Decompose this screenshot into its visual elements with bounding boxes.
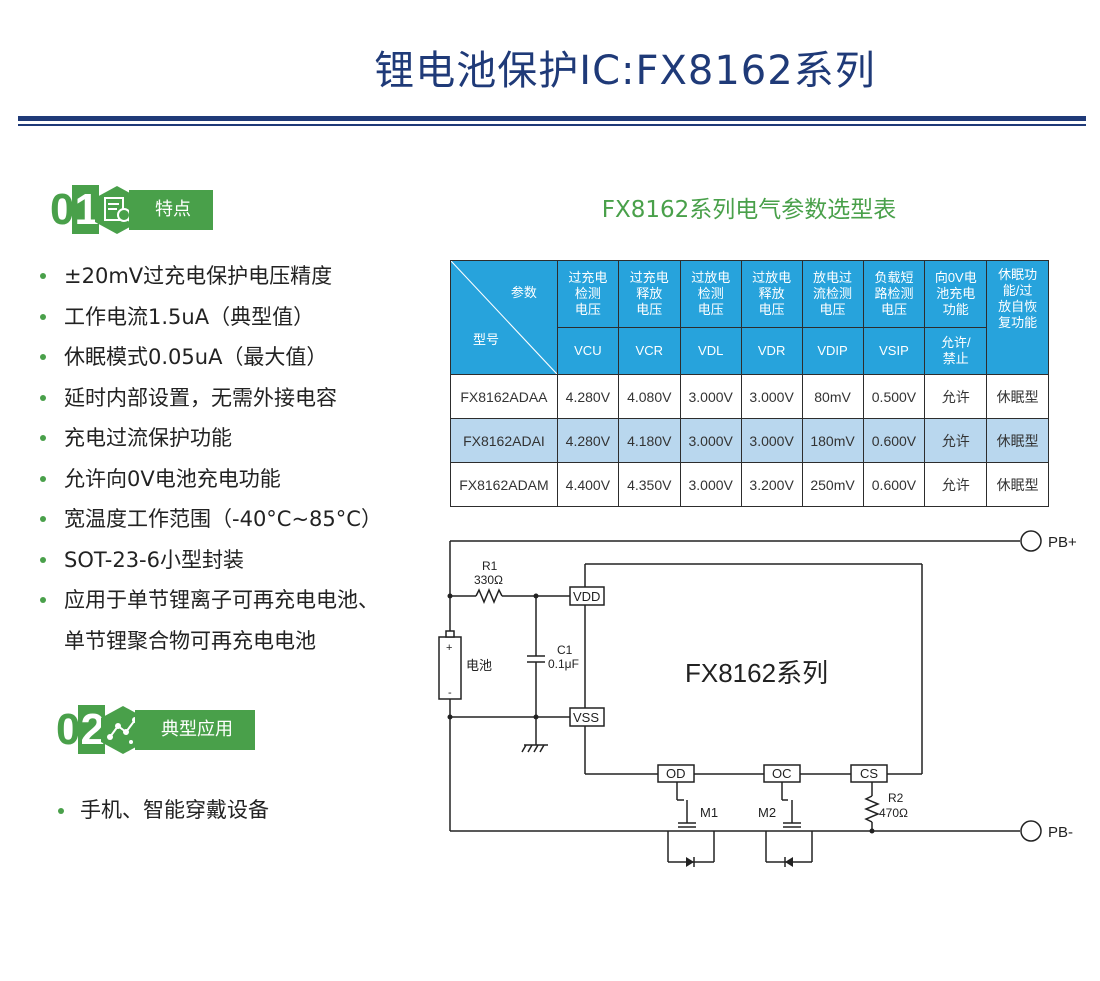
application-list: 手机、智能穿戴设备 (58, 790, 269, 830)
cell: 4.400V (556, 462, 619, 507)
pin-vdd-label: VDD (573, 589, 600, 604)
pin-oc-label: OC (772, 766, 792, 781)
table-corner-header: 参数 型号 (450, 260, 558, 375)
column-symbol: VCR (617, 327, 681, 375)
parameter-table: 参数 型号 过充电 检测 电压 过充电 释放 电压 过放电 检测 电压 过放电 … (450, 260, 1049, 507)
cell: 180mV (801, 418, 864, 463)
column-header: 放电过 流检测 电压 (801, 260, 864, 328)
cell: 250mV (801, 462, 864, 507)
list-item: ±20mV过充电保护电压精度 (38, 256, 382, 297)
list-item: 延时内部设置，无需外接电容 (38, 378, 382, 419)
cell: 允许 (924, 462, 988, 507)
cell: 80mV (801, 374, 864, 419)
pin-oc-box (763, 764, 801, 783)
m1-label: M1 (700, 805, 718, 820)
m2-label: M2 (758, 805, 776, 820)
cell: 0.600V (862, 418, 926, 463)
c1-value: 0.1μF (548, 657, 579, 671)
column-header: 过充电 检测 电压 (556, 260, 619, 328)
r2-name: R2 (888, 791, 904, 805)
pin-vss-label: VSS (573, 710, 599, 725)
cell-model: FX8162ADAA (450, 374, 558, 419)
list-item: 手机、智能穿戴设备 (58, 790, 269, 830)
battery-plus: + (446, 642, 452, 654)
pin-od-box (657, 764, 695, 783)
cell: 4.080V (617, 374, 681, 419)
list-item: 工作电流1.5uA（典型值） (38, 297, 382, 338)
section-badge-features: 01 特点 (50, 184, 213, 236)
list-item: 休眠模式0.05uA（最大值） (38, 337, 382, 378)
column-header: 过放电 检测 电压 (679, 260, 742, 328)
pb-minus-terminal-icon (1020, 820, 1042, 842)
column-header: 向0V电 池充电 功能 (924, 260, 988, 328)
table-title: FX8162系列电气参数选型表 (601, 197, 897, 223)
list-item: 宽温度工作范围（-40°C~85°C） (38, 499, 382, 540)
cell: 3.000V (679, 462, 742, 507)
cell: 4.180V (617, 418, 681, 463)
list-item: 应用于单节锂离子可再充电电池、 (38, 580, 382, 621)
pin-od-label: OD (666, 766, 686, 781)
cell: 3.200V (740, 462, 803, 507)
pin-vss-box (569, 707, 605, 727)
cell: 3.000V (740, 374, 803, 419)
column-symbol: VDR (740, 327, 803, 375)
pin-cs-box (850, 764, 888, 783)
section-number: 02 (56, 705, 105, 754)
list-item: SOT-23-6小型封装 (38, 540, 382, 581)
cell-model: FX8162ADAM (450, 462, 558, 507)
cell: 3.000V (679, 418, 742, 463)
list-item-continued: 单节锂聚合物可再充电电池 (64, 628, 316, 653)
column-header: 休眠功 能/过 放自恢 复功能 (986, 260, 1049, 375)
column-symbol: VCU (556, 327, 619, 375)
cell: 休眠型 (986, 462, 1049, 507)
page-title: 锂电池保护IC:FX8162系列 (374, 48, 876, 94)
cell: 3.000V (740, 418, 803, 463)
r1-name: R1 (482, 559, 498, 573)
cell-model: FX8162ADAI (450, 418, 558, 463)
list-item: 充电过流保护功能 (38, 418, 382, 459)
list-item: 允许向0V电池充电功能 (38, 459, 382, 500)
column-symbol: VDIP (801, 327, 864, 375)
r1-value: 330Ω (474, 573, 503, 587)
chip-label: FX8162系列 (685, 658, 828, 688)
cell: 4.350V (617, 462, 681, 507)
cell: 休眠型 (986, 374, 1049, 419)
battery-label: 电池 (466, 658, 492, 673)
cell: 4.280V (556, 418, 619, 463)
section-badge-applications: 02 典型应用 (56, 704, 255, 756)
cell: 允许 (924, 374, 988, 419)
pin-vdd-box (569, 586, 605, 606)
feature-list: ±20mV过充电保护电压精度 工作电流1.5uA（典型值） 休眠模式0.05uA… (38, 256, 382, 661)
column-symbol: 允许/ 禁止 (924, 327, 988, 375)
cell: 允许 (924, 418, 988, 463)
section-label: 特点 (128, 190, 213, 230)
pb-plus-terminal-icon (1020, 530, 1042, 552)
title-rule-thick (18, 116, 1086, 121)
section-number: 01 (50, 185, 99, 234)
column-symbol: VDL (679, 327, 742, 375)
cell: 4.280V (556, 374, 619, 419)
pb-plus-label: PB+ (1048, 534, 1077, 551)
c1-name: C1 (557, 643, 573, 657)
cell: 0.500V (862, 374, 926, 419)
column-symbol: VSIP (862, 327, 926, 375)
pb-minus-label: PB- (1048, 824, 1073, 841)
column-header: 负载短 路检测 电压 (862, 260, 926, 328)
battery-minus: - (448, 687, 452, 699)
column-header: 过放电 释放 电压 (740, 260, 803, 328)
cell: 0.600V (862, 462, 926, 507)
column-header: 过充电 释放 电压 (617, 260, 681, 328)
application-circuit-diagram: PB+ PB- R1 330Ω C1 0.1μF 电池 + - VDD VSS … (438, 530, 1077, 867)
section-label: 典型应用 (134, 710, 255, 750)
cell: 3.000V (679, 374, 742, 419)
title-rule-thin (18, 124, 1086, 126)
cell: 休眠型 (986, 418, 1049, 463)
r2-value: 470Ω (879, 806, 908, 820)
pin-cs-label: CS (860, 766, 878, 781)
